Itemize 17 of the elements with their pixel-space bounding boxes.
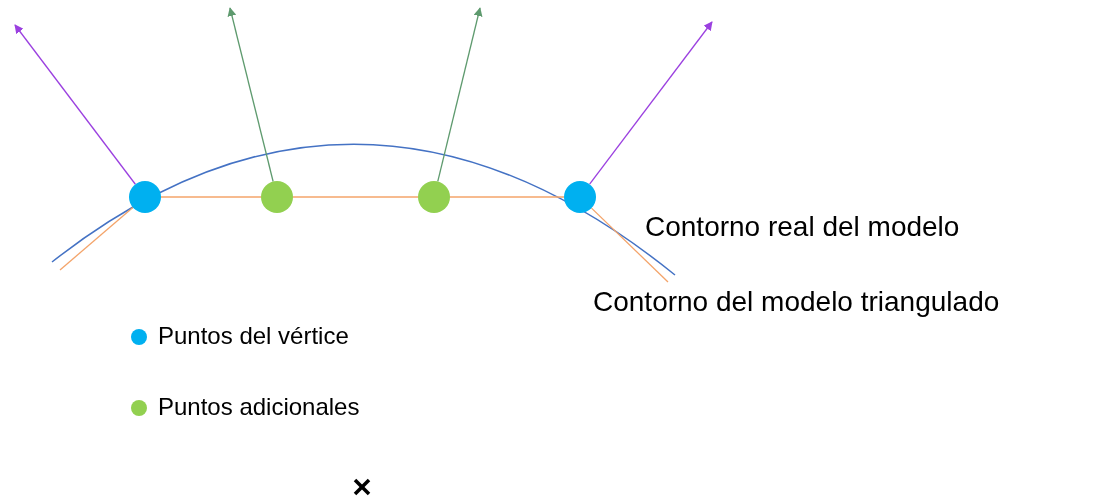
- normal-arrow: [589, 21, 713, 185]
- contour-line: [292, 196, 419, 198]
- contour-label: Contorno real del modelo: [645, 211, 960, 243]
- point-dot: [418, 181, 450, 213]
- contour-label: Contorno del modelo triangulado: [593, 286, 1000, 318]
- legend-label: Puntos del vértice: [158, 322, 349, 350]
- normal-arrow: [227, 7, 274, 183]
- point-dot: [129, 181, 161, 213]
- contour-line: [59, 206, 134, 271]
- point-dot: [261, 181, 293, 213]
- legend-label: Puntos adicionales: [158, 393, 360, 421]
- contour-line: [449, 196, 565, 198]
- normal-arrow: [437, 7, 483, 183]
- point-dot: [564, 181, 596, 213]
- contour-line: [590, 207, 669, 283]
- normal-arrow: [14, 24, 136, 185]
- contour-line: [160, 196, 262, 198]
